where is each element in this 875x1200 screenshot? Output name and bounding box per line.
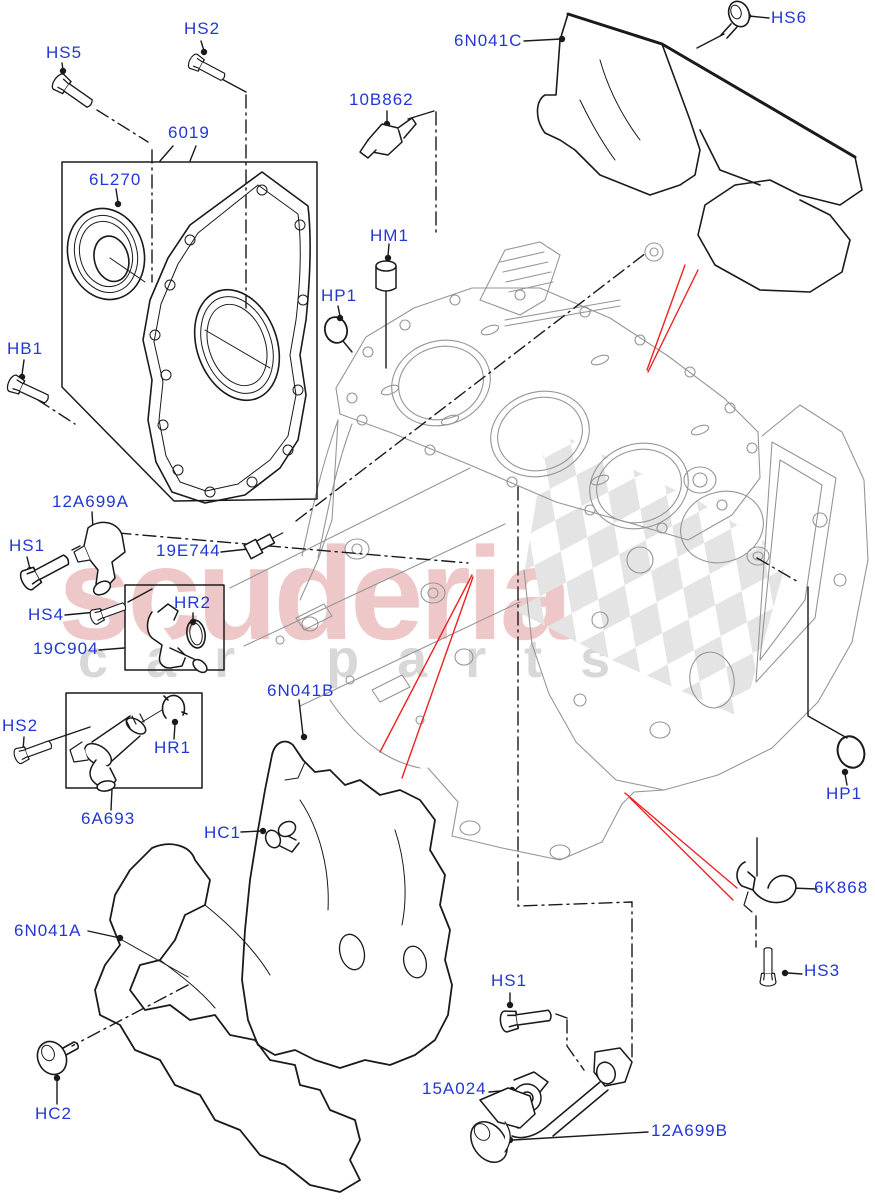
solenoid-6a693-drawing: [69, 709, 163, 792]
part-label-6n041b: 6N041B: [267, 681, 335, 700]
part-label-hp1-right: HP1: [826, 784, 863, 803]
part-label-6n041c: 6N041C: [454, 31, 523, 50]
part-label-hc2: HC2: [35, 1104, 73, 1123]
oring-hr2-drawing: [186, 619, 206, 649]
part-label-hs6: HS6: [771, 8, 808, 27]
harness-12a699b-drawing: [470, 1047, 633, 1163]
part-label-15a024: 15A024: [422, 1079, 487, 1098]
part-label-hs1-bottom: HS1: [491, 971, 528, 990]
part-label-6a693: 6A693: [81, 809, 136, 828]
part-group-boxes: [61, 161, 318, 789]
part-label-hs3: HS3: [804, 961, 841, 980]
part-label-6k868: 6K868: [814, 878, 869, 897]
pushpin-hc2-drawing: [36, 1040, 80, 1076]
part-label-hr2: HR2: [174, 593, 212, 612]
nozzle-19c904-drawing: [146, 603, 208, 674]
part-label-19c904: 19C904: [33, 639, 99, 658]
box-6019: [61, 161, 318, 502]
insulator-6n041a-drawing: [94, 843, 361, 1193]
pushpin-hs6-drawing: [720, 0, 751, 39]
oring-hp1-right-drawing: [836, 735, 866, 769]
part-label-12a699a: 12A699A: [52, 492, 129, 511]
insulator-6n041c-drawing: [536, 12, 863, 293]
box-19c904: [124, 584, 225, 671]
gasket-bolt-holes: [346, 289, 758, 534]
part-label-hs2-top: HS2: [184, 19, 221, 38]
bracket-6k868-drawing: [736, 861, 797, 913]
clip-hc1-drawing: [264, 820, 300, 853]
part-label-hs5: HS5: [46, 43, 83, 62]
part-label-10b862: 10B862: [349, 90, 414, 109]
plug-hm1-drawing: [375, 260, 397, 292]
part-label-hb1: HB1: [7, 339, 44, 358]
clip-hr1-drawing: [161, 694, 188, 719]
leader-lines-dashdot: [37, 94, 801, 1071]
part-label-6l270: 6L270: [89, 170, 142, 189]
part-label-6n041a: 6N041A: [14, 921, 82, 940]
sensor-12a699a-drawing: [73, 521, 126, 596]
part-label-hs1-left: HS1: [9, 536, 46, 555]
crankshaft-seal-drawing: [66, 207, 146, 301]
sensor-10b862-drawing: [359, 117, 417, 159]
timing-cover-drawing: [142, 171, 311, 504]
red-pointer-lines: [379, 264, 738, 901]
part-label-12a699b: 12A699B: [651, 1121, 728, 1140]
plug-19e744-drawing: [243, 532, 284, 560]
cylinder-block-drawing: [229, 241, 869, 861]
part-label-hm1: HM1: [370, 226, 409, 245]
part-label-hs4: HS4: [28, 605, 65, 624]
part-label-hs2-lower: HS2: [2, 716, 39, 735]
part-label-hc1: HC1: [204, 823, 242, 842]
insulator-6n041b-drawing: [241, 740, 453, 1069]
part-label-6019: 6019: [168, 123, 210, 142]
part-label-19e744: 19E744: [156, 541, 221, 560]
oring-hp1-top-drawing: [323, 316, 349, 344]
part-label-hp1-top: HP1: [321, 286, 358, 305]
box-6a693: [65, 692, 203, 789]
part-label-hr1: HR1: [154, 738, 192, 757]
